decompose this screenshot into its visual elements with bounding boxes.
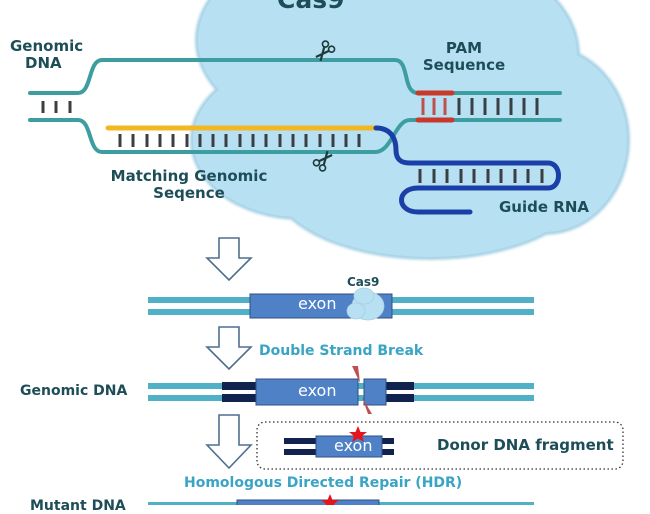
donor-exon-label: exon	[334, 436, 373, 455]
cas9-title: Cas9	[277, 0, 345, 15]
step2-exon-label: exon	[298, 381, 337, 400]
step3-dna	[148, 494, 534, 505]
dna-top-strand	[28, 58, 562, 95]
down-arrow-icon	[205, 237, 253, 282]
genomic-dna-label-line1: Genomic	[10, 37, 84, 55]
double-strand-break-label: Double Strand Break	[259, 343, 424, 359]
donor-dna-label: Donor DNA fragment	[437, 436, 614, 454]
matching-label-line1: Matching Genomic	[110, 167, 268, 185]
homology-arm-right	[384, 382, 414, 390]
mutant-dna-row-label: Mutant DNA	[30, 498, 126, 514]
matching-label-line2: Seqence	[153, 184, 225, 203]
pam-label-line2: Sequence	[422, 56, 506, 75]
break-marker-bottom	[362, 397, 372, 414]
scissors-icon	[315, 40, 336, 62]
donor-exon-block	[315, 435, 383, 458]
hdr-label: Homologous Directed Repair (HDR)	[184, 475, 463, 491]
homology-arm-left	[222, 382, 258, 390]
donor-dna	[284, 426, 394, 458]
dna-bottom-strand	[28, 118, 562, 154]
genomic-dna-label: Genomic DNA	[10, 37, 84, 73]
pam-sequence-label: PAM Sequence	[419, 39, 509, 75]
genomic-dna-strands	[28, 58, 562, 215]
exon-block-right	[363, 378, 387, 406]
step2-dna	[148, 366, 534, 414]
step1-exon-label: exon	[298, 294, 337, 313]
exon-block-left	[255, 378, 359, 406]
matching-sequence-label: Matching Genomic Seqence	[104, 167, 274, 203]
scissors-icon	[312, 150, 333, 172]
pam-label-line1: PAM	[445, 39, 483, 57]
step1-dna	[148, 287, 534, 321]
mutant-exon-block	[236, 499, 380, 505]
genomic-dna-row-label: Genomic DNA	[20, 383, 128, 399]
break-marker-top	[352, 366, 360, 383]
mutation-star-icon	[321, 494, 339, 505]
cas9-blob	[346, 287, 385, 321]
donor-box	[256, 421, 624, 470]
guide-rna-strand	[373, 125, 561, 215]
guide-rna-label: Guide RNA	[499, 198, 589, 216]
step1-cas9-label: Cas9	[347, 275, 380, 289]
base-pair-rungs	[41, 98, 544, 183]
down-arrow-icon	[205, 326, 253, 371]
mutation-star-icon	[349, 426, 367, 442]
down-arrow-icon	[205, 414, 253, 470]
genomic-dna-label-line2: DNA	[25, 54, 62, 73]
